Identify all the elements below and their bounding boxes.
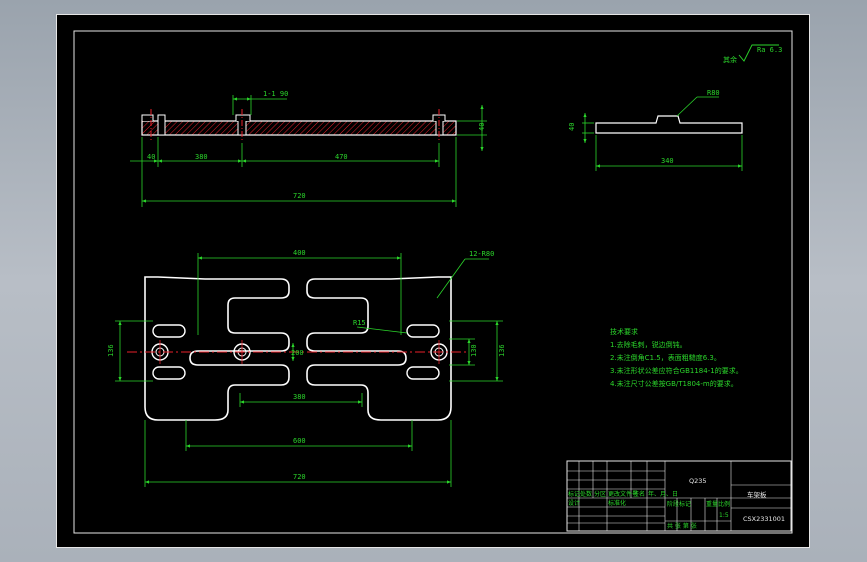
side-dim-top: R80: [707, 89, 720, 97]
tech-item: 2.未注倒角C1.5，表面粗糙度6.3。: [610, 353, 721, 362]
tech-item: 4.未注尺寸公差按GB/T1804-m的要求。: [610, 379, 738, 388]
tech-requirements: 技术要求 1.去除毛刺，锐边倒钝。 2.未注倒角C1.5，表面粗糙度6.3。 3…: [610, 327, 743, 388]
section-dim-height: 40: [478, 123, 486, 131]
row-label: 标记: [568, 490, 580, 498]
plan-dim-total: 720: [293, 473, 306, 481]
row-label: 年、月、日: [648, 490, 678, 498]
roughness-prefix: 其余: [723, 55, 737, 64]
plan-view: 400 12-R80 R15 136 200 130 136 380 600 7…: [107, 249, 506, 487]
roughness-symbol: 其余 Ra 6.3: [723, 44, 782, 64]
weight-label: 重量: [706, 500, 718, 508]
row-label: 更改文件号: [608, 490, 638, 498]
plan-dim-right-inner: 130: [470, 344, 478, 357]
drawing-frame: [73, 30, 793, 534]
row-label: 分区: [594, 490, 606, 498]
section-view: 1-1 90 40 40 380 470 720: [130, 90, 487, 207]
plan-dim-slot: 380: [293, 393, 306, 401]
sheet-label: 共 张 第 张: [667, 522, 697, 530]
drawing-number-text: CSX2331001: [743, 515, 785, 523]
stage-label: 阶段标记: [667, 500, 691, 508]
section-body: [141, 120, 457, 136]
material-text: Q235: [689, 477, 707, 485]
tech-title: 技术要求: [610, 327, 638, 336]
side-dim-height: 40: [568, 123, 576, 131]
title-block: Q235 车架板 CSX2331001 标记 处数 分区 更改文件号 签名 年、…: [566, 460, 792, 532]
plan-dim-left-height: 136: [107, 344, 115, 357]
cad-drawing: 1-1 90 40 40 380 470 720 R80 40 340 其余 R…: [73, 30, 793, 534]
section-dim-total: 720: [293, 192, 306, 200]
plan-dim-top: 400: [293, 249, 306, 257]
scale-label: 比例: [718, 500, 730, 508]
plan-dim-radius: R15: [353, 319, 366, 327]
standard-label: 标准化: [608, 499, 626, 507]
section-dim-left: 40: [147, 153, 155, 161]
design-label: 设计: [568, 499, 580, 507]
row-label: 处数: [580, 490, 592, 498]
side-view: R80 40 340: [568, 89, 743, 171]
section-dim-top: 1-1 90: [263, 90, 288, 98]
plan-dim-inner-width: 600: [293, 437, 306, 445]
tech-item: 3.未注形状公差应符合GB1184-1的要求。: [610, 366, 743, 375]
section-dim-mid: 380: [195, 153, 208, 161]
row-label: 签名: [633, 490, 645, 498]
plan-dim-right-outer: 136: [498, 344, 506, 357]
section-dim-right: 470: [335, 153, 348, 161]
side-dim-width: 340: [661, 157, 674, 165]
plan-dim-center: 200: [291, 349, 304, 357]
plan-dim-callout: 12-R80: [469, 250, 494, 258]
scale-value: 1:5: [719, 512, 729, 519]
roughness-value: Ra 6.3: [757, 46, 782, 54]
part-name-text: 车架板: [747, 490, 767, 499]
drawing-sheet: 1-1 90 40 40 380 470 720 R80 40 340 其余 R…: [56, 14, 810, 548]
tech-item: 1.去除毛刺，锐边倒钝。: [610, 340, 687, 349]
